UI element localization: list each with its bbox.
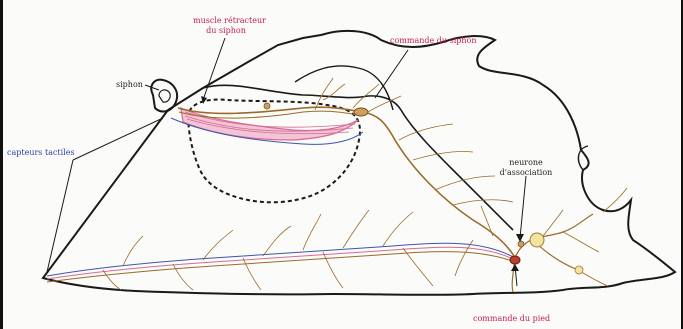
pointer-arrow-foot bbox=[511, 264, 519, 271]
mantle-outline bbox=[295, 66, 393, 110]
label-muscle-line1: muscle rétracteur bbox=[193, 16, 259, 26]
label-commande-siphon: commande du siphon bbox=[390, 36, 477, 46]
small-ganglion bbox=[264, 103, 270, 109]
label-commande-pied: commande du pied bbox=[473, 314, 550, 324]
label-neurone-line2: d'association bbox=[495, 168, 557, 178]
label-capteurs-tactiles: capteurs tactiles bbox=[7, 148, 75, 158]
siphon-inner bbox=[159, 90, 170, 102]
association-neuron-small bbox=[518, 241, 524, 247]
association-neuron bbox=[530, 233, 544, 247]
association-connections bbox=[512, 214, 593, 292]
body-outline bbox=[43, 31, 675, 295]
terminal-ganglion bbox=[575, 266, 583, 274]
mantle-dashed-region bbox=[188, 100, 360, 203]
foot-command-neuron bbox=[510, 256, 520, 264]
label-muscle-line2: du siphon bbox=[193, 26, 259, 36]
label-siphon: siphon bbox=[116, 80, 143, 90]
aplysia-diagram bbox=[3, 0, 683, 329]
label-neurone-line1: neurone bbox=[495, 158, 557, 168]
pedal-nerve-lower bbox=[47, 252, 515, 282]
sensory-fiber-lower bbox=[47, 243, 515, 276]
siphon-shape bbox=[151, 80, 177, 112]
pointer-lines bbox=[47, 38, 526, 286]
siphon-command-neuron bbox=[354, 108, 368, 116]
pointer-arrow-neuron bbox=[516, 234, 524, 242]
label-neurone-association: neurone d'association bbox=[495, 158, 557, 178]
upper-flap-outline bbox=[203, 85, 513, 230]
label-muscle-retractor: muscle rétracteur du siphon bbox=[193, 16, 259, 36]
